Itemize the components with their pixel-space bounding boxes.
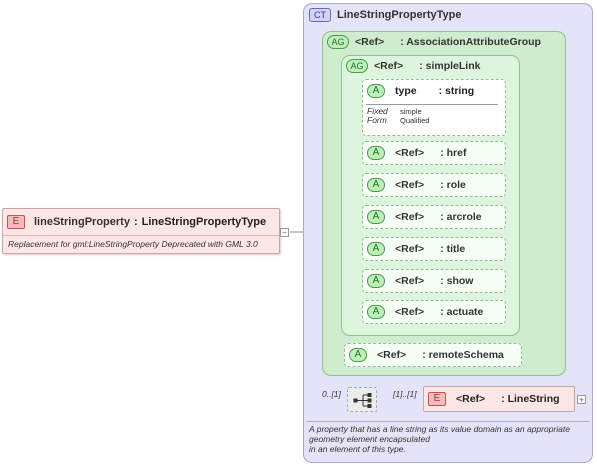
attribute-badge-icon: A (367, 146, 385, 160)
attribute-remoteschema[interactable]: A <Ref> : remoteSchema (344, 343, 522, 367)
facet-key: Form (367, 115, 387, 125)
attribute-group-name: : AssociationAttributeGroup (400, 36, 541, 48)
attribute-badge-icon: A (367, 178, 385, 192)
attribute-badge-icon: A (367, 274, 385, 288)
documentation-line: in an element of this type. (309, 444, 406, 454)
attribute-ref: <Ref> (395, 211, 425, 223)
element-linestringproperty[interactable]: E lineStringProperty : LineStringPropert… (2, 208, 280, 254)
attribute-group-badge-icon: AG (346, 59, 368, 73)
attribute-ref: <Ref> (377, 349, 407, 361)
attribute-arcrole[interactable]: A <Ref> : arcrole (362, 205, 506, 229)
attribute-badge-icon: A (349, 348, 367, 362)
attribute-name: : role (440, 179, 466, 191)
element-separator: : (133, 216, 138, 228)
attribute-type[interactable]: A type : string Fixed simple Form Qualifie… (362, 79, 506, 136)
attribute-ref: <Ref> (395, 179, 425, 191)
element-ref: <Ref> (456, 393, 486, 405)
element-badge-icon: E (7, 215, 25, 229)
attribute-badge-icon: A (367, 242, 385, 256)
attribute-group-name: : simpleLink (419, 60, 481, 72)
attribute-title[interactable]: A <Ref> : title (362, 237, 506, 261)
complex-type-header: CT LineStringPropertyType (309, 7, 461, 23)
attribute-badge-icon: A (367, 210, 385, 224)
attribute-group-simplelink-header: AG <Ref> : simpleLink (346, 58, 480, 74)
facet-divider (366, 104, 498, 105)
attribute-group-ref: <Ref> (374, 60, 404, 72)
attribute-group-ref: <Ref> (355, 36, 385, 48)
sequence-compositor[interactable] (347, 387, 377, 412)
facet-value: simple (400, 107, 422, 116)
collapse-toggle-icon[interactable]: − (280, 228, 289, 237)
attribute-type-value: : string (438, 85, 475, 97)
attribute-name: : arcrole (440, 211, 482, 223)
attribute-name: type (395, 85, 417, 97)
attribute-name: : title (440, 243, 466, 255)
attribute-href[interactable]: A <Ref> : href (362, 141, 506, 165)
attribute-ref: <Ref> (395, 275, 425, 287)
attribute-show[interactable]: A <Ref> : show (362, 269, 506, 293)
sequence-icon (353, 393, 372, 408)
documentation-divider (307, 421, 589, 422)
element-documentation: Replacement for gml:LineStringProperty D… (8, 239, 258, 249)
element-name: lineStringProperty (34, 216, 130, 228)
attribute-name: : href (440, 147, 467, 159)
expand-toggle-icon[interactable]: + (577, 395, 586, 405)
attribute-role[interactable]: A <Ref> : role (362, 173, 506, 197)
complex-type-documentation: A property that has a line string as its… (309, 424, 591, 454)
attribute-name: : show (440, 275, 474, 287)
element-type: LineStringPropertyType (141, 216, 267, 228)
attribute-name: : remoteSchema (422, 349, 504, 361)
attribute-badge-icon: A (367, 305, 385, 319)
attribute-ref: <Ref> (395, 243, 425, 255)
documentation-line: A property that has a line string as its… (309, 424, 570, 434)
attribute-group-association-header: AG <Ref> : AssociationAttributeGroup (327, 34, 541, 50)
complex-type-name: LineStringPropertyType (337, 9, 462, 21)
facet-key: Fixed (367, 106, 388, 116)
attribute-name: : actuate (440, 306, 484, 318)
sequence-cardinality: 0..[1] (322, 389, 341, 399)
attribute-group-badge-icon: AG (327, 35, 349, 49)
facet-value: Qualified (400, 116, 430, 125)
attribute-ref: <Ref> (395, 306, 425, 318)
documentation-line: geometry element encapsulated (309, 434, 430, 444)
element-linestring[interactable]: E <Ref> : LineString (423, 386, 575, 412)
attribute-ref: <Ref> (395, 147, 425, 159)
child-cardinality: [1]..[1] (393, 389, 417, 399)
element-badge-icon: E (428, 392, 446, 406)
attribute-facets: Fixed simple Form Qualified (367, 106, 430, 126)
attribute-type-header: A type : string (367, 83, 474, 99)
attribute-badge-icon: A (367, 84, 385, 98)
complex-type-badge-icon: CT (309, 8, 331, 22)
attribute-actuate[interactable]: A <Ref> : actuate (362, 300, 506, 324)
element-name: : LineString (501, 393, 560, 405)
element-header: E lineStringProperty : LineStringPropert… (3, 209, 279, 236)
